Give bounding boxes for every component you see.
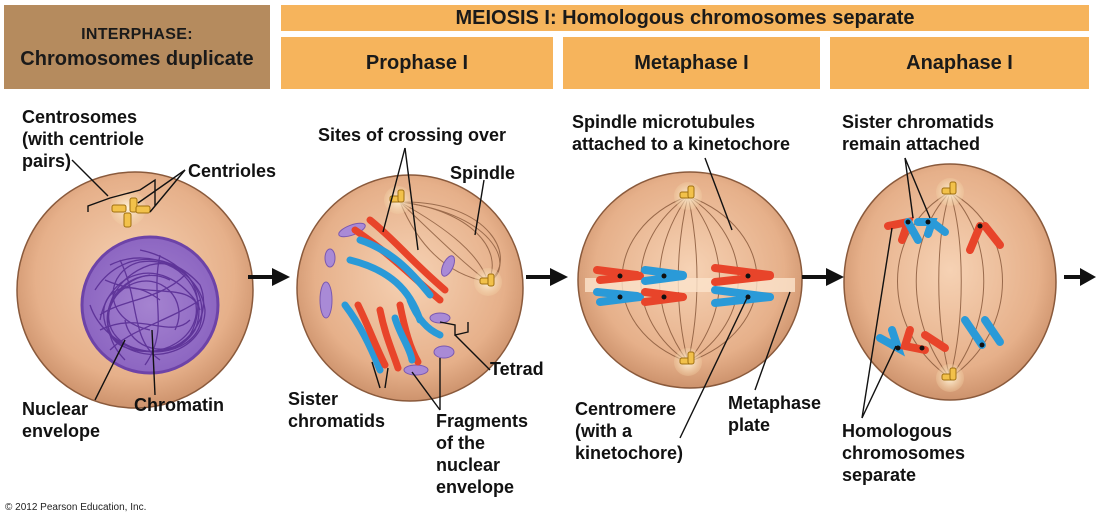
anaphase-header: Anaphase I (830, 37, 1089, 89)
interphase-subtitle: Chromosomes duplicate (20, 48, 254, 70)
chromatin-label: Chromatin (134, 395, 224, 415)
prophase-cell (296, 174, 524, 402)
arrow-right-icon (272, 268, 290, 286)
chromatin-tangle (89, 249, 206, 366)
sister-remain-label: Sister chromatids remain attached (842, 112, 995, 154)
copyright-notice: © 2012 Pearson Education, Inc. (5, 502, 147, 513)
anaphase-cell (843, 163, 1057, 401)
anaphase-kinetochores (895, 219, 985, 351)
metaphase-cell (577, 171, 803, 389)
interphase-title: INTERPHASE: (81, 26, 193, 43)
nuclear-envelope-fragments (319, 222, 455, 376)
flow-arrows (248, 268, 1096, 286)
interphase-header: INTERPHASE: Chromosomes duplicate (4, 5, 270, 89)
leader-lines (71, 147, 931, 439)
spindle-label: Spindle (450, 163, 516, 183)
centromere-label: Centromere (with a kinetochore) (575, 399, 684, 463)
interphase-cell (16, 171, 254, 409)
spindle-microtubules-label: Spindle microtubules attached to a kinet… (572, 112, 791, 154)
kinetochores (617, 273, 751, 300)
meiosis-header: MEIOSIS I: Homologous chromosomes separa… (281, 5, 1089, 31)
metaphase-header: Metaphase I (563, 37, 820, 89)
metaphase-plate-label: Metaphase plate (728, 393, 822, 435)
fragments-label: Fragments of the nuclear envelope (436, 411, 529, 497)
nuclear-envelope-label: Nuclear envelope (22, 399, 101, 441)
arrow-right-icon (550, 268, 568, 286)
centrioles-label: Centrioles (188, 161, 277, 181)
prophase-header: Prophase I (281, 37, 553, 89)
tetrad-label: Tetrad (490, 359, 544, 379)
arrow-right-icon (826, 268, 844, 286)
sites-crossing-label: Sites of crossing over (318, 125, 507, 145)
chromosome-tetrads (341, 216, 449, 374)
homologous-label: Homologous chromosomes separate (842, 421, 966, 485)
centrosomes-label: Centrosomes (with centriole pairs) (22, 107, 145, 171)
centriole-pair (111, 197, 151, 228)
sister-chromatids-label: Sister chromatids (288, 389, 386, 431)
arrow-right-icon (1080, 268, 1096, 286)
